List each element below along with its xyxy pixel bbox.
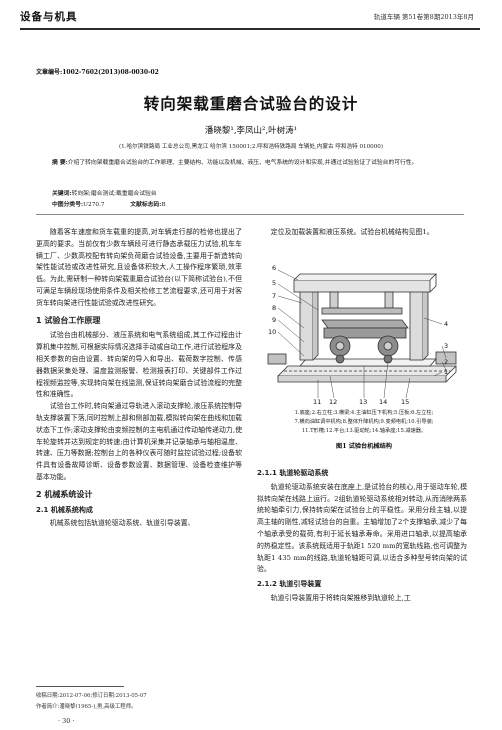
callout-3: 3: [444, 342, 448, 350]
section-2-1-2-paragraph: 轨道引导装置用于将转向架推移到轨道轮上,工: [270, 593, 411, 602]
section-2-1-heading: 2.1 机械系统构成: [36, 505, 93, 514]
callout-12: 12: [329, 398, 337, 406]
abstract-label: 摘 要:: [52, 160, 68, 166]
keywords: 关键词:转向架;磨合测试;载重磨合试验台: [52, 188, 157, 197]
footnote-rule: [36, 686, 124, 687]
figure-intro-text: 定位及加载装置和液压系统。试验台机械结构见图1。: [270, 228, 434, 236]
footnote-author-bio: 作者简介:潘晓黎(1965-),男,高级工程师。: [36, 704, 137, 710]
page-number: · 30 ·: [58, 717, 75, 725]
callout-1: 1: [444, 368, 448, 376]
press-plate-shape: [321, 307, 403, 315]
callout-8: 8: [272, 304, 276, 312]
right-column-shape: [409, 289, 424, 361]
callout-10: 10: [268, 328, 276, 336]
section-1-paragraph-2: 试验台工作时,转向架通过导轨进入滚动支撑轮,液压系统控制导轨支撑装置下落,同时控…: [36, 402, 242, 481]
callout-2: 2: [444, 358, 448, 366]
clc-label: 中图分类号:: [52, 202, 84, 208]
left-column-shape: [299, 289, 314, 361]
doc-code-label: 文献标志码:: [130, 202, 162, 208]
abstract-text: 介绍了转向架载重磨合试验台的工作原理、主要结构、功能以及机械、液压、电气系统的设…: [67, 160, 418, 166]
callout-11: 11: [313, 398, 321, 406]
section-2-heading: 2 机械系统设计: [36, 489, 93, 499]
callout-4: 4: [444, 320, 448, 328]
section-2-1-1-heading: 2.1.1 轨道轮驱动系统: [257, 469, 329, 477]
paper-title: 转向架载重磨合试验台的设计: [143, 95, 359, 113]
authors: 潘晓黎¹,李凤山²,叶树涛¹: [204, 126, 298, 136]
abstract: 摘 要:介绍了转向架载重磨合试验台的工作原理、主要结构、功能以及机械、液压、电气…: [52, 159, 454, 169]
callout-13: 13: [359, 398, 367, 406]
callout-6: 6: [272, 264, 276, 272]
legend-line-3: 11.T形槽;12.平台;13.驱动轮;14.轴承座;15.减速器。: [301, 428, 427, 434]
section-2-1-1-paragraph: 轨道轮驱动系统安装在底座上,是试验台的核心,用于驱动车轮,模拟转向架在线路上运行…: [257, 482, 467, 574]
section-2-1-2-heading: 2.1.2 轨道引导装置: [257, 580, 322, 589]
section-2-1-paragraph: 机械系统包括轨道轮驱动系统、轨道引导装置、: [49, 519, 195, 528]
section-1-heading: 1 试验台工作原理: [36, 315, 101, 325]
clc-value: U270.7: [83, 202, 105, 208]
test-rig-drawing: 6 5 7 8 9 10 4 3 2 1 11 12 13 14 15: [267, 264, 457, 406]
callout-7: 7: [272, 292, 276, 300]
callout-5: 5: [272, 279, 276, 287]
keywords-label: 关键词:: [52, 191, 72, 197]
body-right-top: 定位及加载装置和液压系统。试验台机械结构见图1。: [257, 227, 467, 239]
journal-info: 轨道车辆 第51卷第8期2013年8月: [373, 13, 474, 21]
intro-paragraph: 随着客车速度和货车载重的提高,对车辆走行部的检修也提出了更高的要求。当前仅有少数…: [36, 228, 242, 307]
figure-caption: 图1 试验台机械结构: [336, 443, 392, 450]
classification: 中图分类号:U270.7 文献标志码:B: [52, 199, 166, 208]
body-left-column: 随着客车速度和货车载重的提高,对车辆走行部的检修也提出了更高的要求。当前仅有少数…: [36, 227, 242, 530]
callout-9: 9: [272, 316, 276, 324]
article-number: 文章编号:1002-7602(2013)08-0030-02: [36, 69, 159, 76]
legend-line-1: 1.底座;2.右立柱;3.横梁;4.主油缸压下机构;5.压板;6.左立柱;: [294, 410, 434, 416]
running-header: 设备与机具 轨道车辆 第51卷第8期2013年8月: [0, 0, 502, 40]
figure-legend: 1.底座;2.右立柱;3.横梁;4.主油缸压下机构;5.压板;6.左立柱; 7.…: [258, 409, 470, 436]
section-label: 设备与机具: [20, 11, 78, 23]
legend-line-2: 7.横向油缸调中机构;8.整体升降机构;9.变频电机;10.引导装;: [294, 419, 434, 425]
body-right-bottom: 2.1.1 轨道轮驱动系统 轨道轮驱动系统安装在底座上,是试验台的核心,用于驱动…: [257, 465, 467, 605]
bogie-frame-shape: [323, 327, 407, 339]
callout-15: 15: [401, 398, 409, 406]
footnote-received: 收稿日期:2012-07-06;修订日期:2013-05-07: [36, 693, 147, 699]
header-rule: [20, 28, 480, 30]
crossbeam-shape: [293, 279, 431, 293]
callout-14: 14: [379, 398, 387, 406]
keywords-text: 转向架;磨合测试;载重磨合试验台: [71, 191, 157, 197]
abstract-rule: [36, 214, 464, 215]
doc-code-value: B: [161, 202, 166, 208]
section-1-paragraph-1: 试验台由机械部分、液压系统和电气系统组成,其工作过程由计算机集中控制,可根据实际…: [36, 331, 242, 399]
affiliations: (1.哈尔滨铁路局 工业总公司,黑龙江 哈尔滨 150001;2.呼和浩特铁路局…: [118, 144, 384, 150]
